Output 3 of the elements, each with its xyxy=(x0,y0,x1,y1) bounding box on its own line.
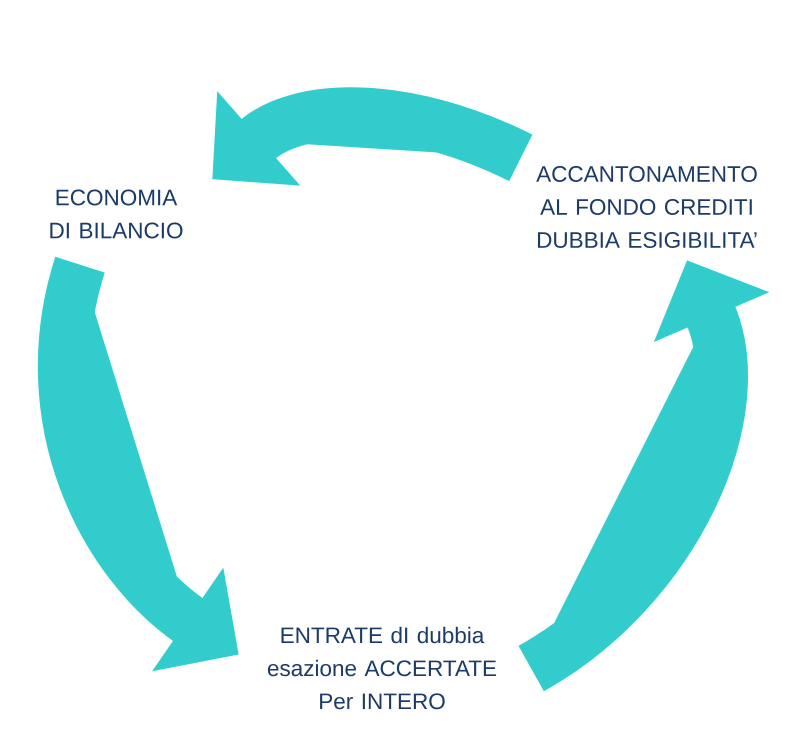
node-label: ECONOMIA DI BILANCIO xyxy=(50,190,182,238)
node-label: ENTRATE dI dubbia esazione ACCERTATE Per INTERO xyxy=(268,626,496,710)
node-label: ACCANTONAMENTO AL FONDO CREDITI DUBBIA ESIGIBILITA’ xyxy=(536,166,757,248)
